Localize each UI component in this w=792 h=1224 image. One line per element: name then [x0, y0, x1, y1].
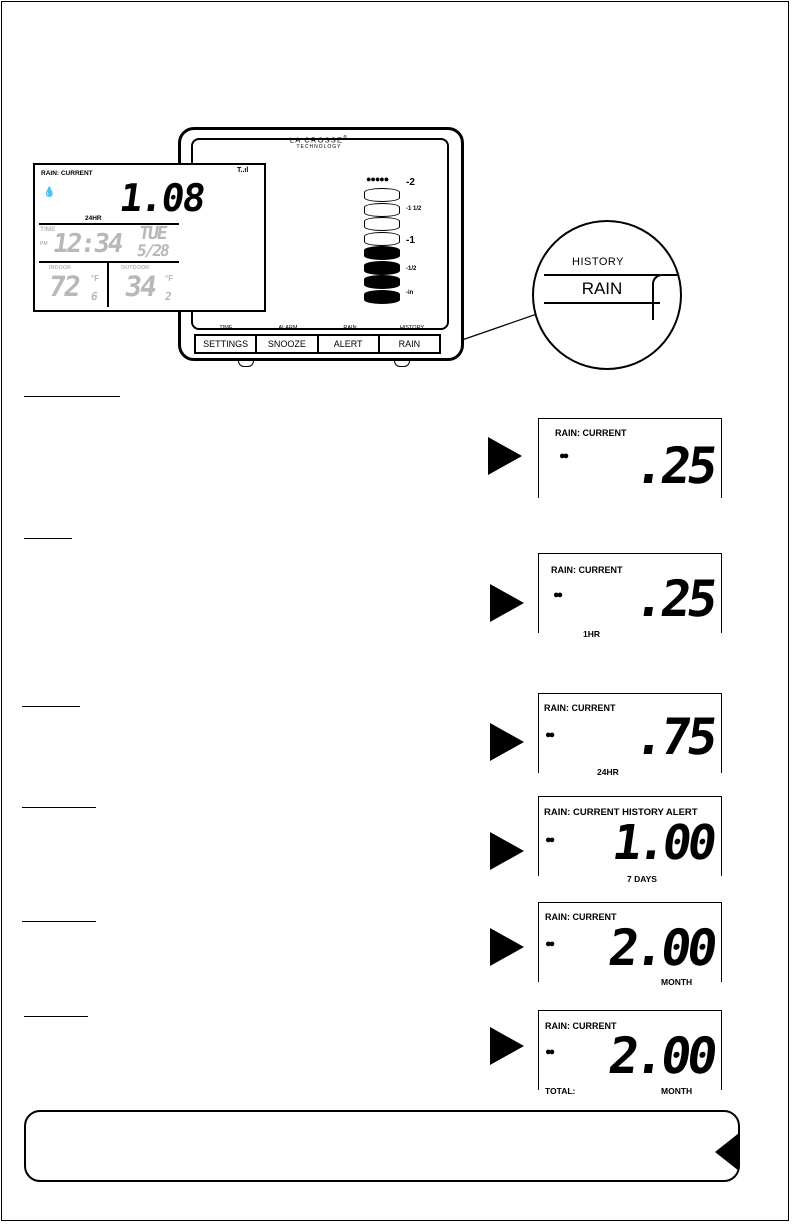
rain-scale-mark: -1/2 [406, 266, 417, 272]
section-heading-line [22, 706, 80, 707]
panel-period-label: 24HR [597, 767, 619, 777]
device-button-row: SETTINGS SNOOZE ALERT RAIN [194, 334, 441, 354]
time-label: TIME [40, 226, 56, 233]
rain-display-panel: RAIN: CURRENT ●● 2.00 MONTH [538, 902, 722, 986]
settings-button[interactable]: SETTINGS [196, 336, 258, 352]
rain-button[interactable]: RAIN [398, 339, 421, 349]
indoor-label: INDOOR [49, 265, 71, 271]
arrow-right-icon [490, 928, 524, 966]
rain-scale-mark: -2 [406, 177, 415, 188]
rain-display-panel: RAIN: CURRENT ●● .25 [538, 418, 722, 498]
raindrop-icon: ●● [545, 729, 555, 741]
section-heading-line [24, 1016, 88, 1017]
section-heading-line [24, 538, 72, 539]
rain-gauge-segment [364, 217, 400, 231]
rain-gauge-segment [364, 202, 400, 217]
zoom-history-caption: HISTORY [572, 256, 624, 268]
rain-display-panel: RAIN: CURRENT ●● .25 1HR [538, 553, 722, 638]
button-caption-time: TIME [219, 325, 233, 331]
period-label: 24HR [85, 215, 102, 222]
rain-scale-mark: -in [406, 290, 414, 296]
note-box [24, 1110, 740, 1182]
rain-scale-mark: -1 1/2 [406, 206, 422, 212]
rain-display-panel: RAIN: CURRENT HISTORY ALERT ●● 1.00 7 DA… [538, 796, 722, 883]
section-heading-line [22, 807, 96, 808]
rain-scale-mark: -1 [406, 235, 415, 246]
panel-rain-value: 2.00 [604, 1027, 718, 1085]
button-caption-rain: RAIN [343, 325, 357, 331]
signal-icon: T..ıl [237, 167, 249, 174]
panel-total-label: TOTAL: [545, 1086, 576, 1096]
snooze-button[interactable]: SNOOZE [257, 336, 319, 352]
raindrop-icon: ●● [545, 938, 555, 950]
rain-gauge-segment [364, 231, 400, 246]
panel-rain-label: RAIN: CURRENT HISTORY ALERT [544, 807, 698, 818]
rain-display-panel: RAIN: CURRENT ●● .75 24HR [538, 693, 722, 776]
device-lcd-screen: RAIN: CURRENT 💧 1.08 24HR TIME PM 12:34 … [33, 163, 266, 312]
panel-rain-value: 2.00 [604, 919, 718, 977]
rain-gauge-segment [364, 260, 400, 275]
button-caption-alarm: ALARM [278, 325, 298, 331]
section-heading-line [22, 921, 96, 922]
rain-gauge-segment [364, 246, 400, 260]
rain-gauge-segment [364, 275, 400, 289]
panel-rain-value: .25 [630, 570, 718, 628]
raindrop-icon: ●● [545, 834, 555, 846]
panel-rain-label: RAIN: CURRENT [545, 1021, 617, 1031]
brand-logo: LA CROSSE® TECHNOLOGY [289, 135, 349, 150]
panel-rain-value: .25 [630, 437, 718, 495]
raindrop-icon: 💧 [43, 187, 56, 198]
rain-display-panel: RAIN: CURRENT ●● 2.00 TOTAL: MONTH [538, 1010, 722, 1095]
arrow-right-icon [490, 584, 524, 622]
rain-current-label: RAIN: CURRENT [41, 170, 93, 177]
section-heading-line [24, 396, 120, 397]
panel-rain-label: RAIN: CURRENT [555, 428, 627, 438]
callout-connector [461, 304, 562, 341]
panel-period-label: MONTH [661, 977, 693, 987]
raindrop-icon: ●● [559, 450, 569, 462]
panel-rain-value: 1.00 [609, 815, 717, 871]
panel-period-label: MONTH [661, 1086, 693, 1096]
rain-gauge-bar: ●●●●● [364, 174, 402, 304]
rain-cloud-icon: ●●●●● [366, 174, 389, 184]
arrow-right-icon [490, 832, 524, 870]
arrow-right-icon [490, 723, 524, 761]
arrow-left-icon [715, 1133, 739, 1171]
panel-period-label: 7 DAYS [627, 874, 657, 884]
arrow-right-icon [490, 1027, 524, 1065]
panel-rain-label: RAIN: CURRENT [545, 912, 617, 922]
rain-button-zoom-callout: HISTORY RAIN [532, 220, 682, 370]
zoom-rain-button: RAIN [544, 274, 660, 304]
outdoor-label: OUTDOOR [121, 265, 150, 271]
panel-period-label: 1HR [583, 629, 601, 639]
arrow-right-icon [488, 437, 522, 475]
rain-gauge-segment [364, 188, 400, 202]
button-caption-history: HISTORY [399, 325, 425, 331]
alert-button[interactable]: ALERT [319, 336, 380, 352]
raindrop-icon: ●● [553, 589, 563, 601]
panel-rain-label: RAIN: CURRENT [551, 565, 623, 575]
rain-gauge-segment [364, 289, 400, 304]
panel-rain-value: .75 [630, 708, 718, 766]
raindrop-icon: ●● [545, 1046, 555, 1058]
pm-label: PM [40, 241, 48, 247]
panel-rain-label: RAIN: CURRENT [544, 703, 616, 713]
outdoor-unit: °F [165, 274, 174, 283]
indoor-unit: °F [91, 274, 100, 283]
